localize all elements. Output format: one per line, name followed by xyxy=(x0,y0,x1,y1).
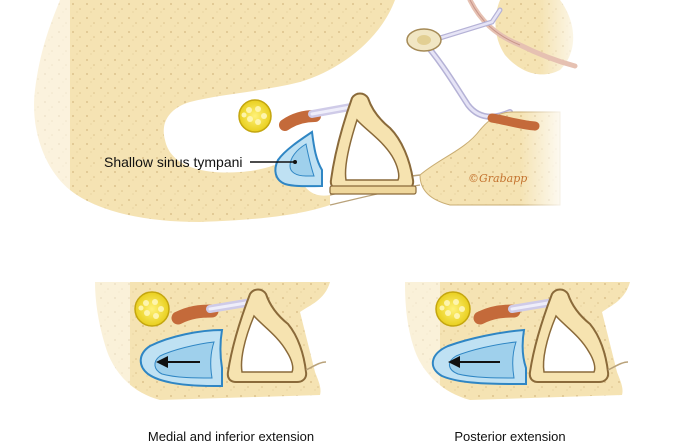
ossicular-chain xyxy=(422,40,510,117)
artist-signature: ©Grabapp xyxy=(468,172,527,185)
top-panel: Shallow sinus tympani ©Grabapp xyxy=(0,0,580,230)
ossicle-connector xyxy=(440,10,500,38)
bottom-right-panel: Posterior extension xyxy=(400,278,630,441)
label-medial-inferior: Medial and inferior extension xyxy=(148,429,314,441)
label-shallow-sinus: Shallow sinus tympani xyxy=(104,154,243,170)
label-posterior: Posterior extension xyxy=(454,429,565,441)
bottom-left-panel: Medial and inferior extension xyxy=(90,278,330,441)
